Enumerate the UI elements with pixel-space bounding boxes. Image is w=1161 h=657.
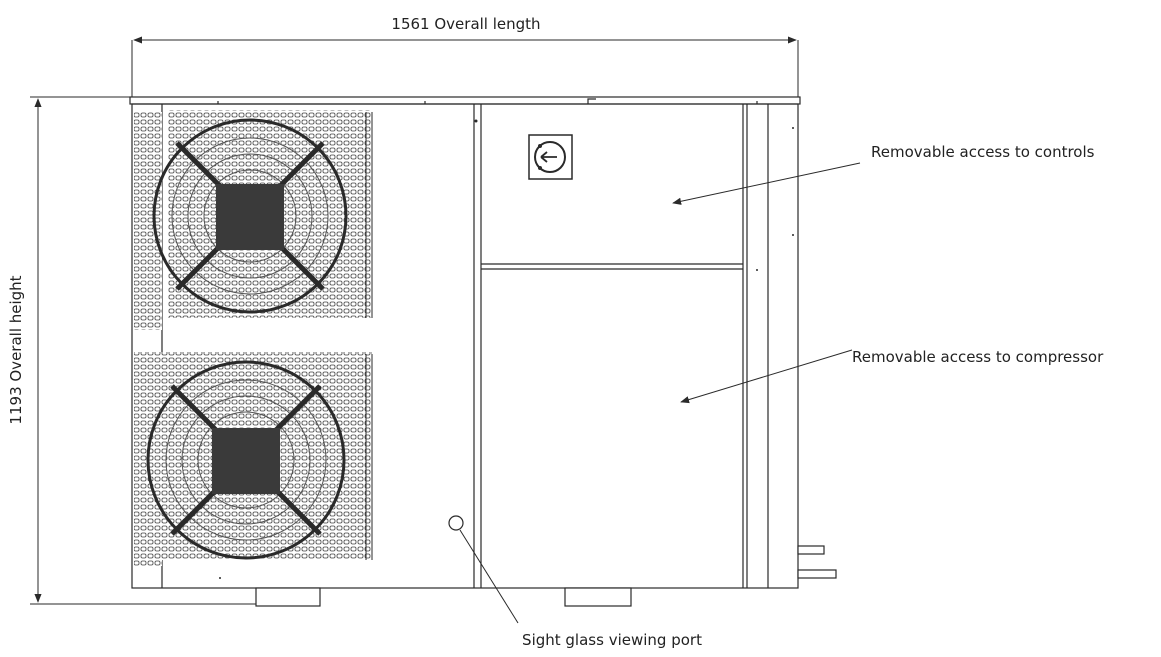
lower-fan-icon [146, 360, 346, 560]
upper-fan-icon [152, 118, 348, 314]
height-dimension-label: 1193 Overall height [7, 275, 25, 424]
length-dimension: 1561 Overall length [131, 15, 799, 100]
callout-controls: Removable access to controls [672, 143, 1095, 205]
callout-controls-label: Removable access to controls [871, 143, 1095, 161]
callout-sight-glass-label: Sight glass viewing port [522, 631, 702, 649]
rivets [219, 119, 794, 579]
length-dimension-label: 1561 Overall length [391, 15, 540, 33]
isolator-switch-icon [528, 134, 573, 180]
grille-side-rails [365, 112, 373, 560]
unit-body [129, 96, 837, 607]
callout-sight-glass: Sight glass viewing port [459, 529, 702, 649]
callout-compressor-label: Removable access to compressor [852, 348, 1104, 366]
sight-glass-port-icon [448, 515, 464, 531]
height-dimension: 1193 Overall height [7, 96, 290, 605]
callout-compressor: Removable access to compressor [680, 348, 1104, 404]
